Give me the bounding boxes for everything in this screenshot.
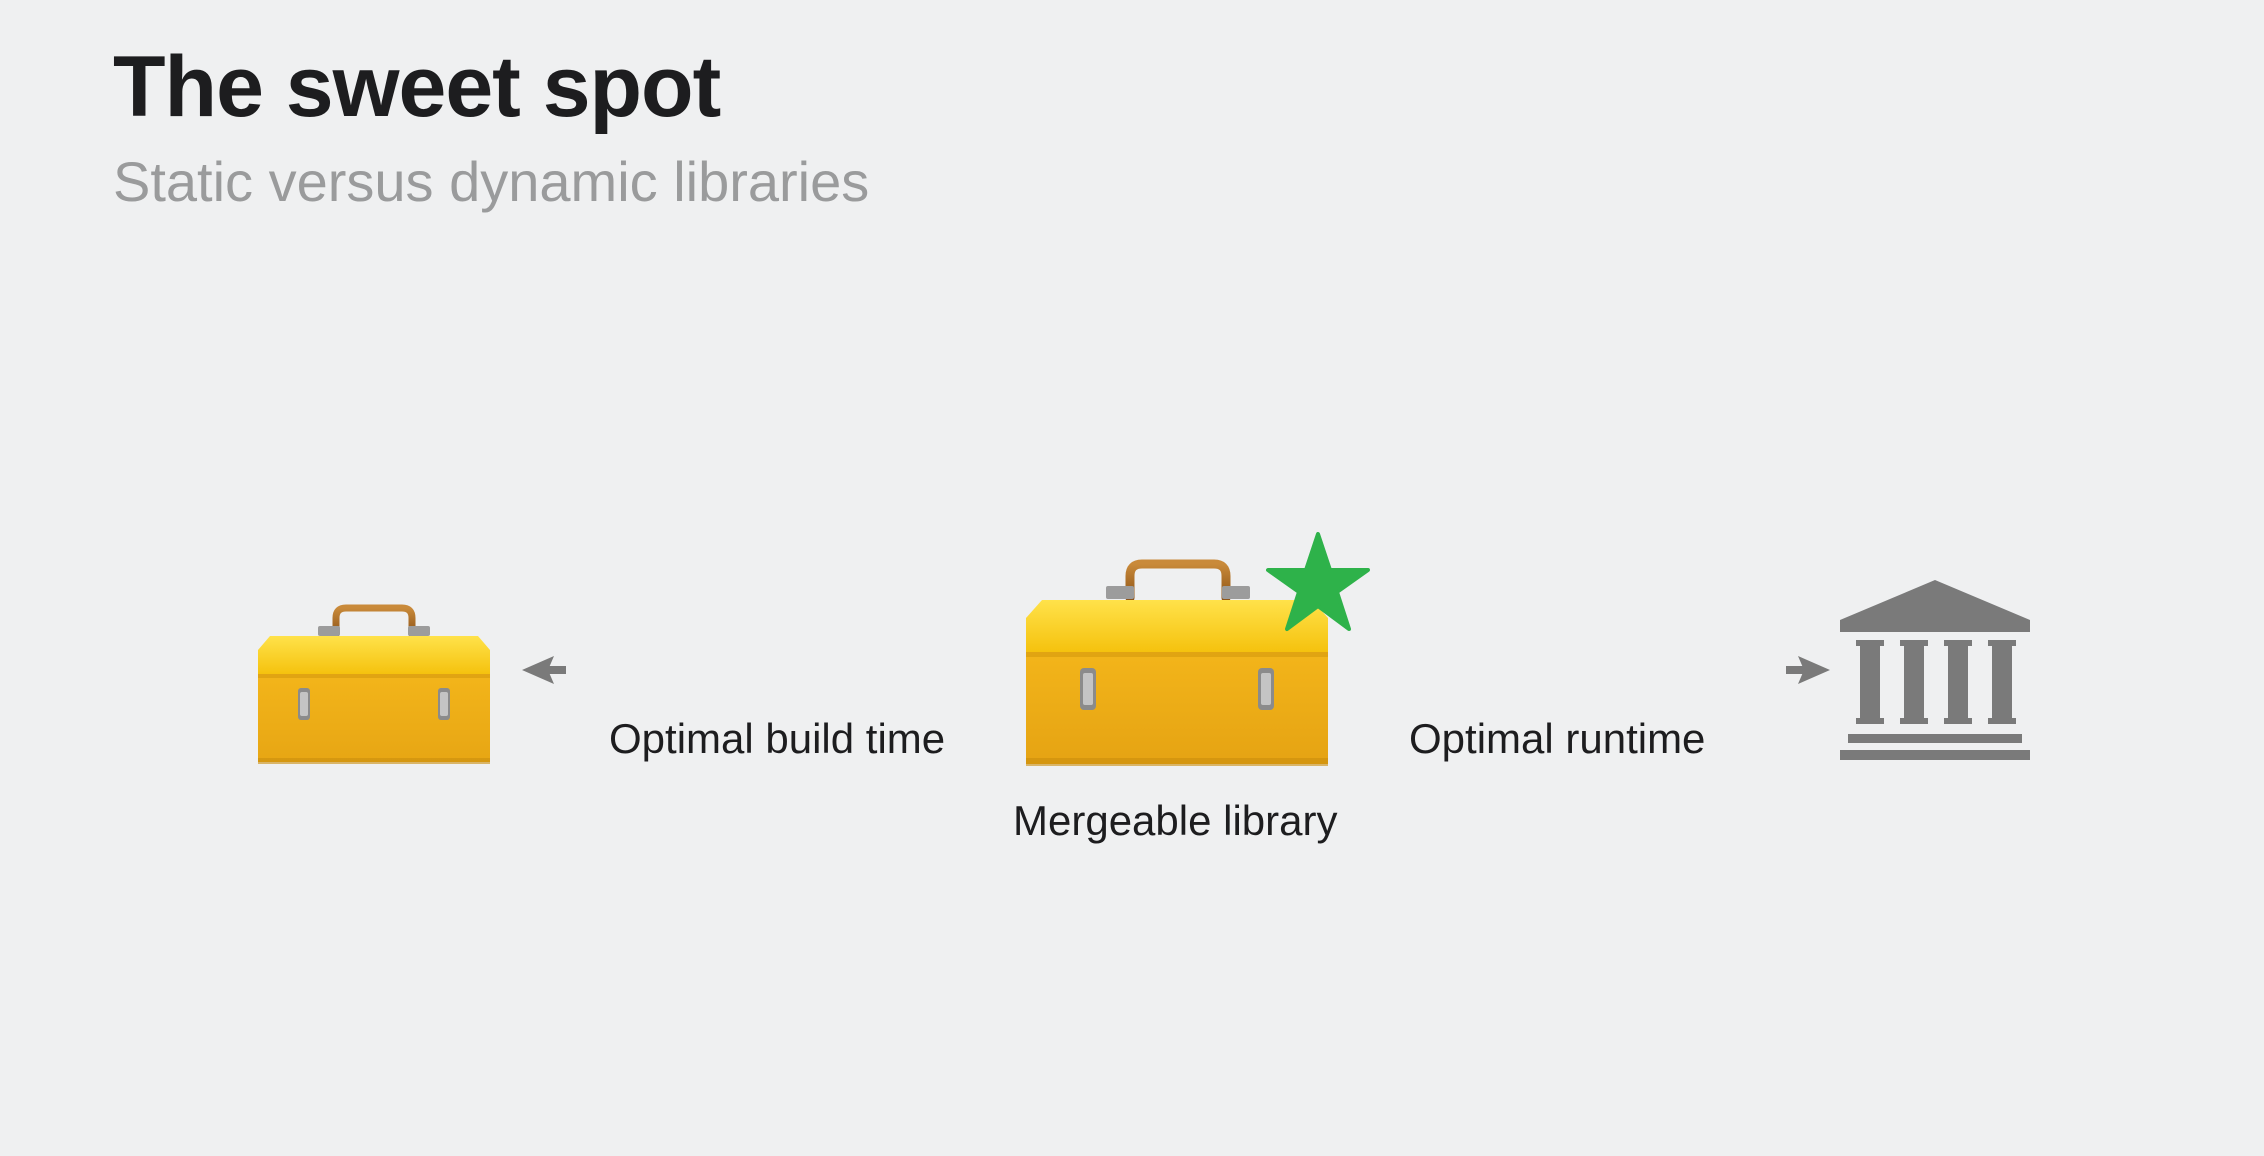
bank-building-icon xyxy=(1840,580,2030,760)
slide-title: The sweet spot xyxy=(113,39,721,135)
arrow-right-icon xyxy=(1786,656,1830,684)
star-icon xyxy=(1266,532,1370,631)
arrow-left-icon xyxy=(522,656,566,684)
left-label: Optimal build time xyxy=(609,715,946,762)
center-label: Mergeable library xyxy=(1013,797,1338,844)
toolbox-icon xyxy=(258,604,490,764)
slide-subtitle: Static versus dynamic libraries xyxy=(113,150,870,213)
right-label: Optimal runtime xyxy=(1409,715,1706,762)
toolbox-icon xyxy=(1026,559,1328,766)
